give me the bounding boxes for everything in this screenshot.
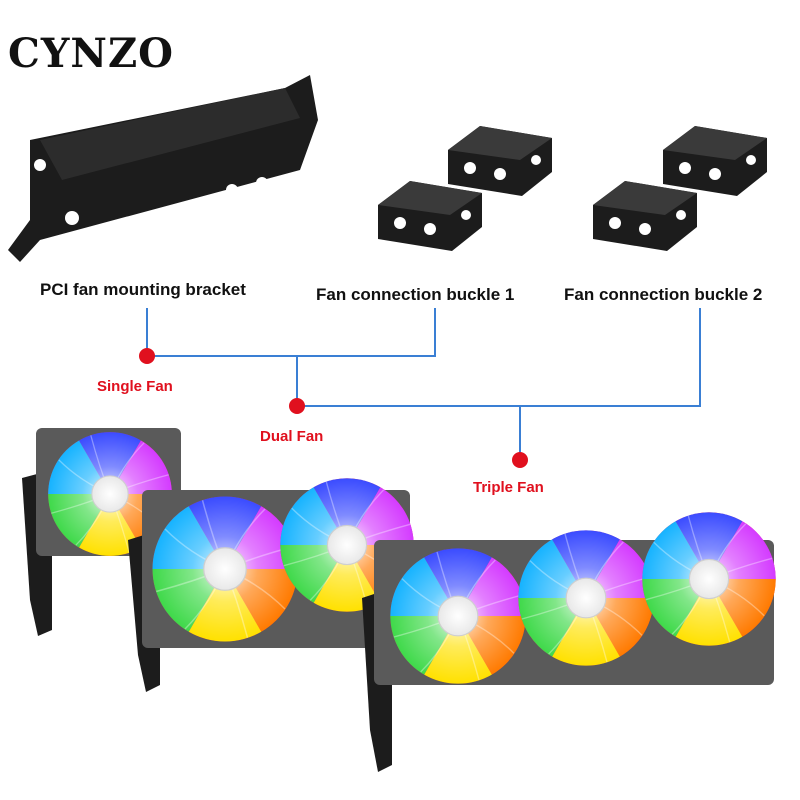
triple-fan-node [512, 452, 528, 468]
brand-logo: CYNZO [8, 30, 174, 77]
connector-lines [146, 308, 701, 460]
bracket-label: PCI fan mounting bracket [40, 280, 246, 299]
single-fan-node [139, 348, 155, 364]
triple-fan-label: Triple Fan [473, 479, 544, 496]
buckle-1-image [378, 126, 552, 251]
dual-fan-assembly [128, 477, 415, 692]
buckle-2-image [593, 126, 767, 251]
dual-fan-node [289, 398, 305, 414]
buckle-2-label: Fan connection buckle 2 [564, 285, 763, 304]
triple-fan-assembly [362, 511, 777, 772]
pci-bracket-image [8, 75, 318, 262]
dual-fan-label: Dual Fan [260, 428, 324, 445]
single-fan-label: Single Fan [97, 378, 173, 395]
buckle-1-label: Fan connection buckle 1 [316, 285, 515, 304]
